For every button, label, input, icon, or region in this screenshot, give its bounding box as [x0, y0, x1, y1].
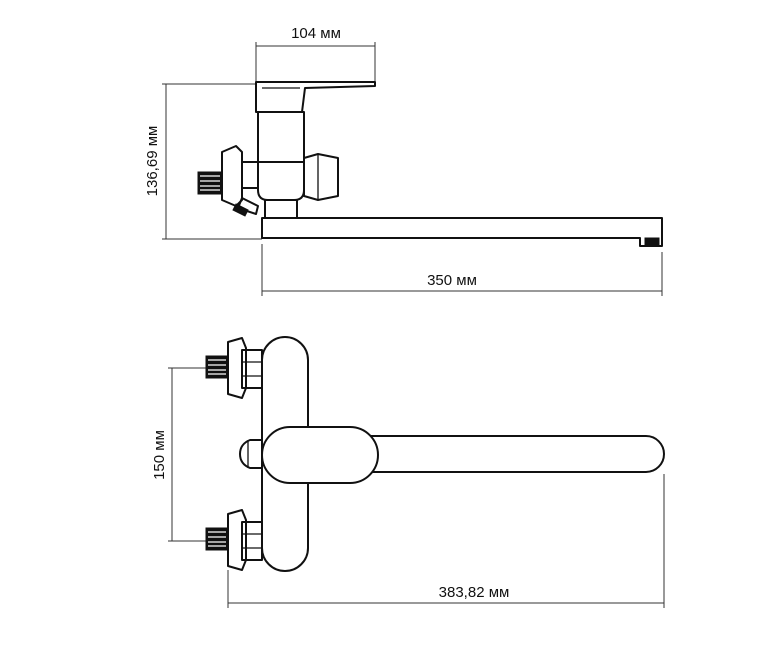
dimension-spout-length: 350 мм: [261, 244, 663, 296]
inlet-bottom-front: [205, 509, 263, 571]
dimension-height-left: 136,69 мм: [144, 83, 262, 240]
dimension-total-length: 383,82 мм: [227, 474, 665, 608]
dimension-label-383-82: 383,82 мм: [439, 584, 510, 601]
inlet-top-front: [205, 337, 263, 399]
dimension-label-350: 350 мм: [427, 272, 477, 289]
handle-oval-front: [261, 426, 379, 484]
handle-lever: [255, 81, 376, 113]
side-view: 104 мм 136,69 мм: [144, 25, 663, 296]
dimension-label-136-69: 136,69 мм: [144, 126, 161, 197]
diverter-knob: [239, 439, 263, 469]
mixer-body: [257, 111, 339, 219]
dimension-label-104: 104 мм: [291, 25, 341, 42]
dimension-width-top: 104 мм: [255, 25, 376, 86]
dimension-inlet-spacing: 150 мм: [151, 367, 216, 542]
front-view: 150 мм: [151, 336, 665, 608]
dimension-label-150: 150 мм: [151, 430, 168, 480]
spout-side: [261, 217, 663, 247]
inlet-eccentric-side: [197, 145, 259, 217]
